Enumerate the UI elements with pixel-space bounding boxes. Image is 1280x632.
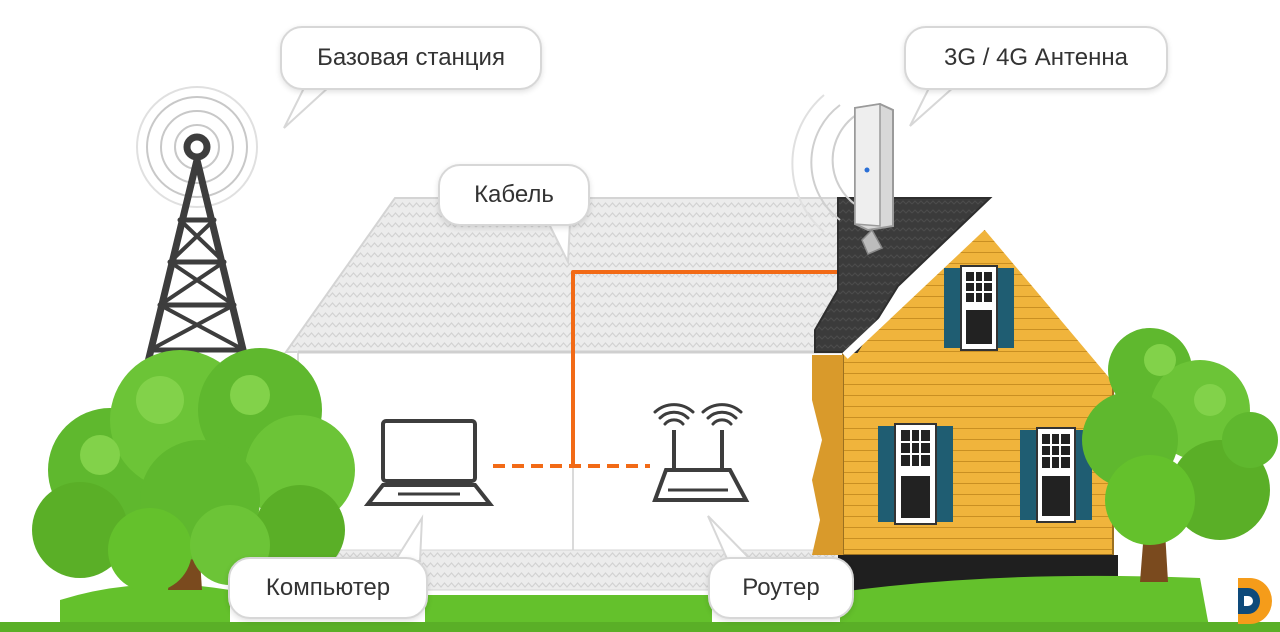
house-window-left xyxy=(878,423,953,525)
section-interior xyxy=(297,350,844,591)
tree-icon-right xyxy=(1082,328,1278,582)
antenna-waves xyxy=(791,94,857,233)
router-label: Роутер xyxy=(708,557,854,619)
house-window-right xyxy=(1020,427,1092,523)
laptop-icon xyxy=(363,419,495,506)
computer-label: Компьютер xyxy=(228,557,428,619)
logo-icon xyxy=(1238,578,1272,624)
wifi-icon xyxy=(653,403,743,426)
antenna-icon xyxy=(854,102,894,255)
cable-label: Кабель xyxy=(438,164,590,226)
base-station-label: Базовая станция xyxy=(280,26,542,90)
router-icon xyxy=(652,430,750,502)
house-window-top xyxy=(944,265,1014,351)
antenna-label: 3G / 4G Антенна xyxy=(904,26,1168,90)
grass xyxy=(0,575,1280,632)
tree-icon-left xyxy=(32,348,355,592)
house-icon xyxy=(812,197,1122,593)
